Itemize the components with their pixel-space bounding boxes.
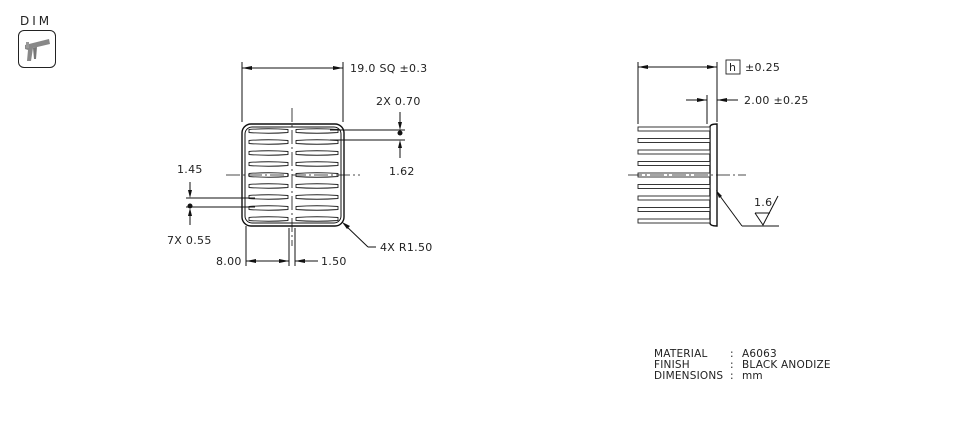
fin-thickness-top-label: 2X 0.70 — [376, 95, 421, 108]
overall-dim-label: 19.0 SQ ±0.3 — [350, 62, 427, 75]
side-fin — [637, 161, 711, 166]
side-fin — [637, 184, 711, 189]
arrow-left — [638, 65, 648, 69]
arrow-left — [717, 98, 727, 102]
note-value: A6063 — [742, 348, 777, 360]
leader-dot — [397, 130, 403, 136]
side-view: h ±0.25 2.00 ±0.25 1.6 — [628, 59, 809, 227]
caliper-icon — [18, 30, 56, 68]
fin — [295, 216, 339, 222]
slot-width-label: 1.50 — [321, 255, 347, 268]
arrow-right — [697, 98, 707, 102]
fin — [248, 172, 289, 178]
side-fin — [637, 207, 711, 212]
corner-radius-label: 4X R1.50 — [380, 241, 433, 254]
arrow-up — [398, 140, 402, 148]
fin — [248, 150, 289, 156]
fin — [248, 194, 289, 200]
arrow-right — [279, 259, 289, 263]
roughness-leader — [716, 191, 743, 227]
base-plate — [709, 123, 718, 227]
fin-pitch-left-label: 1.45 — [177, 163, 203, 176]
note-sep: : — [730, 359, 734, 371]
side-fin — [637, 195, 711, 201]
height-tolerance: ±0.25 — [745, 61, 780, 74]
fin — [295, 161, 339, 167]
height-symbol: h — [729, 61, 736, 74]
fin — [295, 183, 339, 189]
arrow-down — [398, 122, 402, 130]
roughness-symbol — [754, 195, 779, 226]
fin — [295, 150, 339, 156]
side-fin — [637, 126, 711, 132]
note-row: FINISH : BLACK ANODIZE — [654, 360, 831, 371]
height-symbol-box — [725, 59, 741, 75]
note-sep: : — [730, 370, 734, 382]
fin-pitch-top-label: 1.62 — [389, 165, 415, 178]
fin — [295, 194, 339, 200]
half-width-label: 8.00 — [216, 255, 242, 268]
fin-thickness-left-label: 7X 0.55 — [167, 234, 212, 247]
fin — [295, 139, 339, 145]
top-view: 19.0 SQ ±0.3 2X 0.70 1.62 1.45 7X 0.55 — [167, 62, 433, 268]
arrow-left — [246, 259, 256, 263]
arrow-right — [333, 66, 343, 70]
note-key: FINISH — [654, 359, 690, 371]
fin — [248, 205, 289, 211]
fin — [295, 205, 339, 211]
side-fin — [637, 218, 711, 224]
note-row: MATERIAL : A6063 — [654, 349, 831, 360]
roughness-value: 1.6 — [754, 196, 772, 209]
leader-dot — [187, 203, 193, 209]
arrow-left — [295, 259, 305, 263]
fin — [248, 139, 289, 145]
fin-rows — [248, 128, 339, 222]
side-fin — [637, 138, 711, 143]
note-key: MATERIAL — [654, 348, 708, 360]
note-row: DIMENSIONS : mm — [654, 371, 831, 382]
note-value: mm — [742, 370, 763, 382]
dim-badge: DIM — [18, 14, 60, 68]
base-thickness-label: 2.00 ±0.25 — [744, 94, 809, 107]
arrow-leader — [716, 190, 722, 198]
fin — [248, 183, 289, 189]
arrow-left — [242, 66, 252, 70]
arrow-right — [707, 65, 717, 69]
arrow-leader — [342, 222, 350, 229]
fin — [248, 161, 289, 167]
dim-label: DIM — [20, 14, 53, 28]
note-sep: : — [730, 348, 734, 360]
side-fin — [637, 149, 711, 155]
note-key: DIMENSIONS — [654, 370, 724, 382]
note-value: BLACK ANODIZE — [742, 359, 831, 371]
fin — [248, 128, 289, 134]
fin — [295, 128, 339, 134]
arrow-down — [188, 190, 192, 198]
notes-block: MATERIAL : A6063 FINISH : BLACK ANODIZE … — [654, 349, 831, 382]
fin — [248, 216, 289, 222]
arrow-up — [188, 208, 192, 216]
